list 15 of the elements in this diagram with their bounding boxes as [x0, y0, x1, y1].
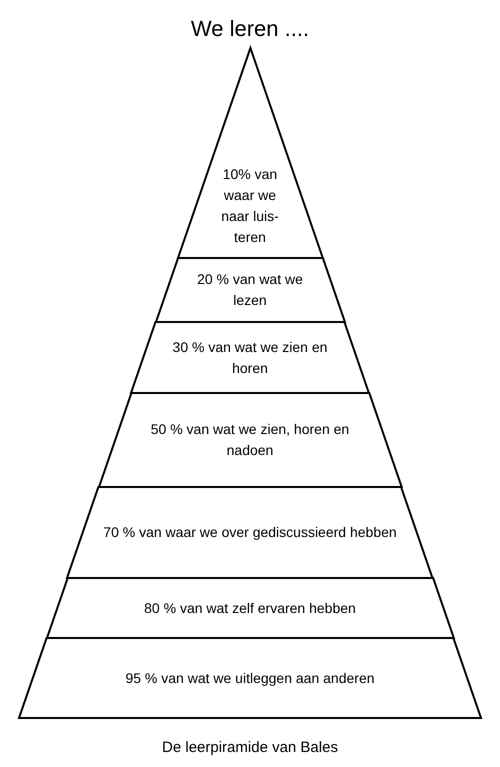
pyramid-layer [19, 638, 481, 718]
title: We leren .... [190, 15, 310, 43]
pyramid-layer [46, 578, 454, 638]
pyramid-layer [67, 487, 433, 578]
layer-label: 20 % van wat we lezen [196, 270, 304, 310]
layer-label: 50 % van wat we zien, horen en nadoen [150, 420, 350, 460]
pyramid-layer [131, 322, 369, 393]
layer-label: 95 % van wat we uitleggen aan anderen [125, 668, 375, 688]
pyramid-layer [98, 393, 402, 487]
layer-label: 30 % van wat we zien en horen [172, 338, 328, 378]
layer-label: 70 % van waar we over gediscussieerd hebben [103, 523, 397, 542]
caption: De leerpiramide van Bales [162, 738, 338, 758]
layer-label: 80 % van wat zelf ervaren hebben [144, 598, 356, 618]
pyramid-layer [156, 258, 344, 322]
layer-label: 10% van waar we naar luis- teren [220, 165, 280, 247]
